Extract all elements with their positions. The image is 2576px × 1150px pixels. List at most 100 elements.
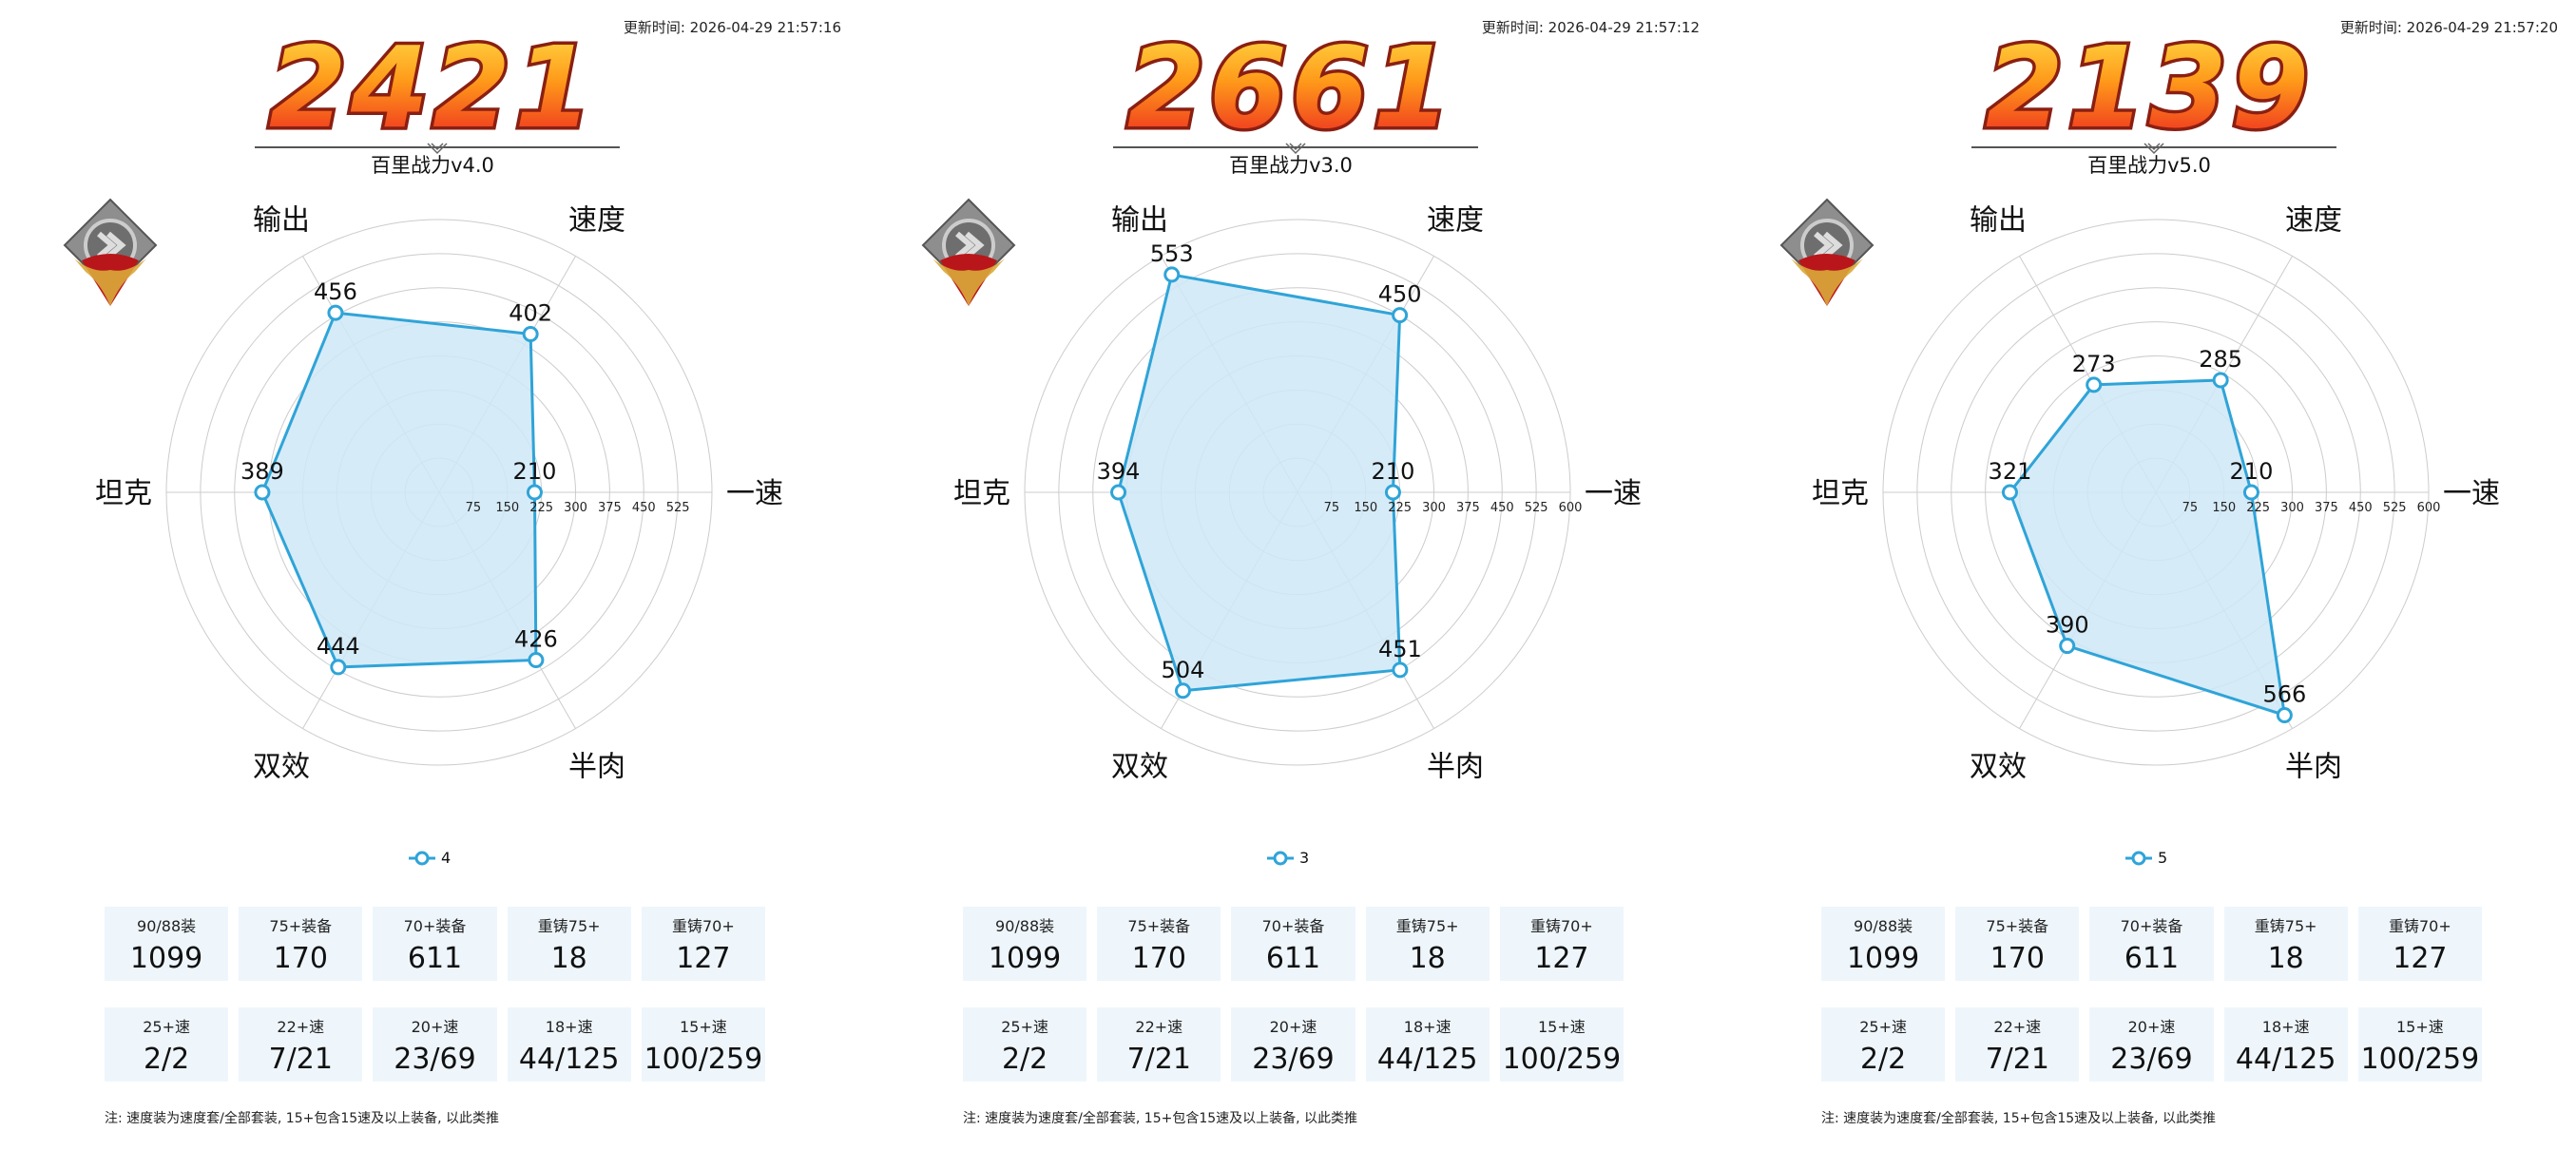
chart-legend[interactable]: 4: [409, 849, 451, 867]
gear-score-panel: 更新时间: 2026-04-29 21:57:16 2421 百里战力v4.0 …: [0, 0, 858, 1150]
stat-value: 44/125: [2235, 1042, 2336, 1076]
stat-label: 18+速: [2261, 1017, 2310, 1036]
radar-data-point[interactable]: [254, 484, 271, 501]
radar-data-point[interactable]: [526, 484, 543, 501]
title-divider: [255, 143, 620, 155]
radar-data-label: 504: [1162, 657, 1205, 683]
stat-value: 23/69: [1252, 1042, 1335, 1076]
svg-text:2661: 2661: [1127, 24, 1454, 143]
stat-label: 重铸70+: [672, 916, 735, 935]
radar-data-point[interactable]: [522, 325, 539, 342]
radar-axis-label: 坦克: [953, 477, 1010, 510]
gear-score-panel: 更新时间: 2026-04-29 21:57:20 2139 百里战力v5.0 …: [1717, 0, 2575, 1150]
radar-data-point[interactable]: [1392, 661, 1409, 679]
rank-badge-icon: [1779, 198, 1874, 306]
stat-value: 23/69: [2110, 1042, 2193, 1076]
legend-label: 3: [1299, 849, 1310, 867]
radar-data-label: 390: [2046, 612, 2089, 639]
radar-data-label: 210: [2230, 458, 2274, 485]
stat-value: 127: [1534, 941, 1589, 975]
radar-tick-label: 300: [564, 501, 587, 515]
footnote: 注: 速度装为速度套/全部套装, 15+包含15速及以上装备, 以此类推: [105, 1111, 500, 1126]
stat-label: 重铸70+: [1530, 916, 1593, 935]
radar-data-label: 456: [314, 278, 357, 305]
radar-tick-label: 450: [2349, 501, 2373, 515]
stat-box: 20+速 23/69: [2089, 1007, 2214, 1082]
radar-axis-label: 速度: [1427, 203, 1484, 237]
stat-label: 22+速: [1993, 1017, 2042, 1036]
rank-badge-icon: [921, 198, 1016, 306]
score-number: 2421: [265, 24, 595, 143]
radar-data-point[interactable]: [528, 651, 545, 668]
radar-axis-label: 坦克: [1812, 477, 1869, 510]
stat-box: 重铸70+127: [2357, 907, 2482, 981]
chart-legend[interactable]: 3: [1267, 849, 1309, 867]
radar-axis-label: 双效: [1111, 751, 1168, 784]
radar-data-label: 285: [2199, 346, 2242, 373]
stat-label: 70+装备: [2120, 916, 2183, 935]
radar-data-label: 273: [2072, 351, 2116, 377]
radar-data-point[interactable]: [2276, 706, 2293, 723]
chart-legend[interactable]: 5: [2125, 849, 2167, 867]
update-timestamp: 更新时间: 2026-04-29 21:57:20: [2339, 19, 2558, 36]
radar-data-label: 210: [513, 458, 557, 485]
radar-data-point[interactable]: [1384, 484, 1401, 501]
stat-value: 1099: [988, 941, 1062, 975]
stat-label: 20+速: [2127, 1017, 2176, 1036]
radar-data-point[interactable]: [2086, 376, 2103, 393]
radar-tick-label: 150: [495, 501, 519, 515]
radar-data-point[interactable]: [2212, 372, 2229, 389]
radar-data-label: 210: [1372, 458, 1415, 485]
gear-score-panel: 更新时间: 2026-04-29 21:57:12 2661 百里战力v3.0 …: [858, 0, 1717, 1150]
radar-data-point[interactable]: [1174, 682, 1191, 700]
radar-data-point[interactable]: [2242, 484, 2259, 501]
radar-data-label: 566: [2262, 680, 2306, 707]
radar-tick-label: 375: [1456, 501, 1480, 515]
radar-data-label: 402: [509, 299, 552, 326]
stat-value: 100/259: [2360, 1042, 2480, 1076]
radar-data-point[interactable]: [327, 304, 344, 321]
radar-tick-label: 300: [2280, 501, 2304, 515]
stat-value: 127: [2393, 941, 2448, 975]
radar-tick-label: 300: [1422, 501, 1446, 515]
radar-tick-label: 600: [1559, 501, 1583, 515]
radar-axis-label: 输出: [1970, 203, 2027, 237]
radar-data-point[interactable]: [1110, 484, 1127, 501]
legend-marker-icon: [2125, 851, 2152, 865]
stat-label: 90/88装: [1854, 916, 1913, 935]
radar-data-point[interactable]: [1163, 266, 1181, 283]
radar-tick-label: 375: [2315, 501, 2338, 515]
stat-label: 75+装备: [1127, 916, 1191, 935]
stat-label: 重铸75+: [537, 916, 601, 935]
stat-label: 22+速: [277, 1017, 325, 1036]
title-divider: [1113, 143, 1478, 155]
stat-value: 2/2: [1001, 1042, 1048, 1076]
stat-label: 15+速: [680, 1017, 727, 1036]
stat-label: 15+速: [2396, 1017, 2444, 1036]
radar-data-point[interactable]: [1392, 307, 1409, 324]
radar-series-area: [2008, 378, 2287, 718]
radar-tick-label: 450: [1490, 501, 1514, 515]
legend-marker-icon: [409, 851, 435, 865]
radar-data-point[interactable]: [2001, 484, 2018, 501]
stat-label: 75+装备: [1986, 916, 2049, 935]
radar-data-label: 394: [1097, 458, 1141, 485]
radar-data-point[interactable]: [2059, 638, 2076, 655]
stat-value: 7/21: [268, 1042, 333, 1076]
legend-label: 4: [441, 849, 452, 867]
stat-value: 611: [2124, 941, 2180, 975]
radar-data-point[interactable]: [330, 659, 347, 676]
radar-tick-label: 225: [2246, 501, 2270, 515]
stat-value: 18: [2267, 941, 2304, 975]
stat-value: 44/125: [1376, 1042, 1478, 1076]
stat-box: 重铸75+18: [507, 907, 631, 981]
